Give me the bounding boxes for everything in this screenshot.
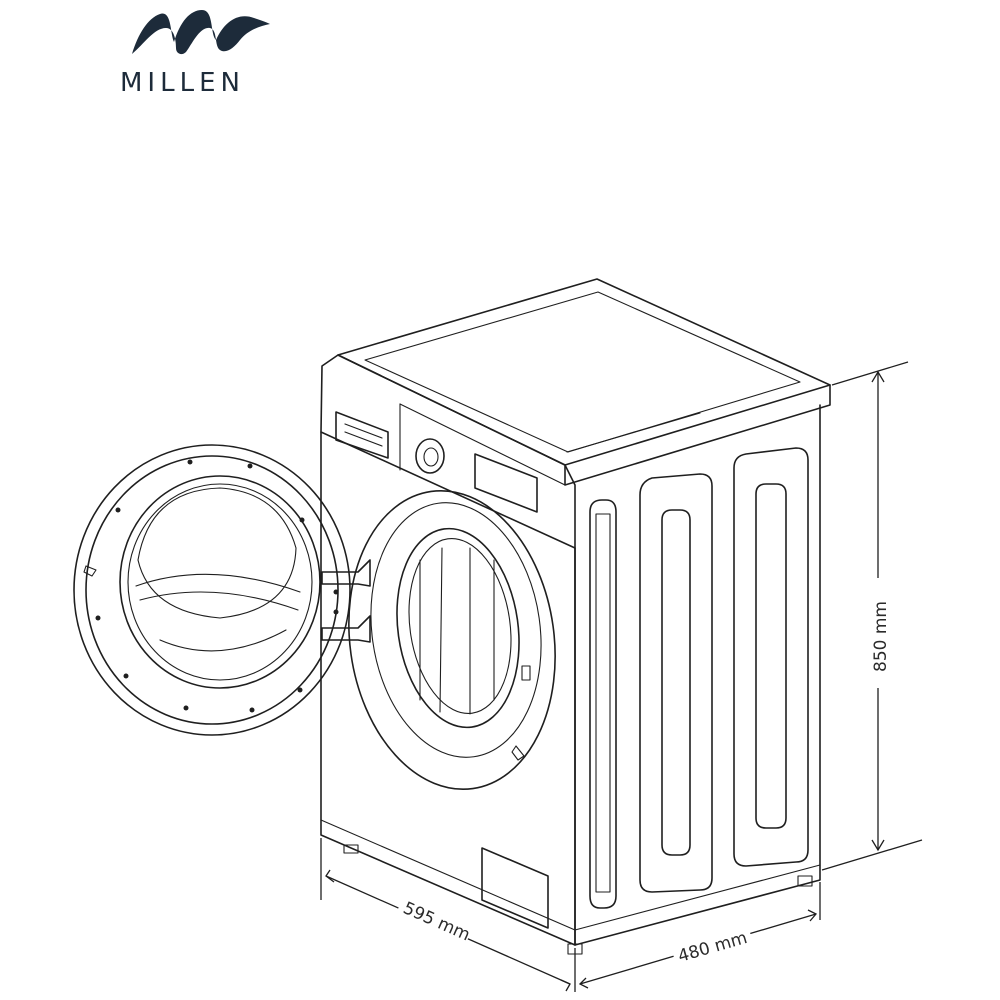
washing-machine-icon: [73, 278, 831, 955]
height-label: 850 mm: [871, 601, 891, 672]
brand-name: MILLEN: [120, 68, 245, 98]
millen-logo-icon: [132, 10, 270, 55]
